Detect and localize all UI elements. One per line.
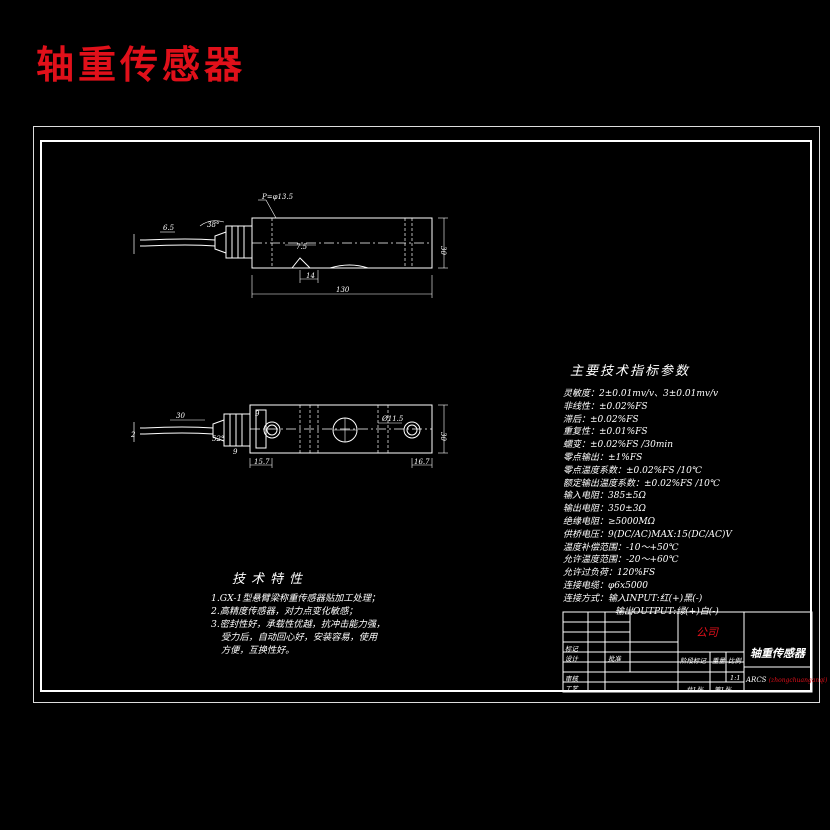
spec-item: 滞后：±0.02%FS: [563, 414, 639, 425]
dim-left-gap: 9: [255, 410, 260, 418]
dim-small-left: 2: [130, 431, 136, 439]
spec-item: 零点温度系数：±0.02%FS /10℃: [563, 465, 702, 476]
title-block-stage: 阶段标记: [680, 657, 706, 665]
feature-item: 受力后，自动回心好，安装容易，使用: [221, 632, 378, 643]
features-title: 技术特性: [232, 572, 309, 587]
dim-right-offset: 16.7: [414, 458, 430, 466]
dim-notch: 7.5: [296, 243, 308, 251]
dim-cable-top: 6.5: [163, 224, 175, 232]
title-block-scale: 1:1: [730, 674, 741, 682]
drawing-frame: [40, 140, 812, 692]
page-title: 轴重传感器: [36, 42, 247, 87]
spec-item: 重复性：±0.01%FS: [563, 427, 648, 438]
spec-item: 零点输出：±1%FS: [563, 452, 643, 463]
spec-item: 输出电阻：350±3Ω: [563, 504, 646, 515]
spec-item: 灵敏度：2±0.01mv/v、3±0.01mv/v: [563, 389, 719, 399]
front-view: [133, 404, 448, 468]
spec-item: 供桥电压：9(DC/AC)MAX:15(DC/AC)V: [563, 529, 732, 540]
title-block-code: ARCS (zhongchuanganqi): [746, 676, 827, 684]
dim-phi: P=φ13.5: [261, 193, 294, 201]
title-block-code-red: (zhongchuanganqi): [768, 677, 828, 684]
spec-item: 连接电缆：φ6x5000: [563, 580, 649, 591]
title-block-name: 轴重传感器: [750, 647, 805, 660]
title-block-stamp: 批准: [608, 655, 621, 663]
specs-list: 灵敏度：2±0.01mv/v、3±0.01mv/v 非线性：±0.02%FS 滞…: [563, 388, 732, 618]
feature-item: 方便，互换性好。: [221, 645, 295, 656]
spec-item: 输入电阻：385±5Ω: [563, 491, 646, 502]
title-block-weight: 重量: [712, 657, 725, 665]
dim-height-top: 30: [439, 246, 447, 255]
spec-item: 温度补偿范围：-10～+50℃: [563, 542, 679, 553]
feature-item: 1.GX-1型悬臂梁称重传感器贴加工处理；: [211, 593, 381, 604]
spec-item: 额定输出温度系数：±0.02%FS /10℃: [563, 478, 720, 489]
dim-notch-width: 14: [306, 272, 315, 280]
spec-item: 连接方式：输入INPUT:红(+)黑(-): [563, 593, 703, 604]
dim-cable-front: 30: [176, 412, 185, 420]
title-block-lines: [562, 611, 813, 693]
feature-item: 2.高精度传感器，对力点变化敏感；: [211, 606, 358, 617]
dim-angle-front: 52°: [212, 435, 224, 443]
dim-height-front: 30: [439, 432, 447, 441]
title-block-row-b: 设计: [565, 655, 578, 663]
spec-item: 允许过负荷：120%FS: [563, 568, 656, 579]
dim-left-offset: 15.7: [254, 458, 270, 466]
title-block-row-a: 标记: [565, 645, 578, 653]
dim-small-bottom: 9: [233, 448, 238, 456]
title-block-code-text: ARCS: [746, 676, 767, 684]
spec-item: 蠕变：±0.02%FS /30min: [563, 440, 674, 451]
feature-item: 3.密封性好，承载性优越，抗冲击能力强，: [211, 619, 386, 630]
dim-length: 130: [336, 286, 350, 294]
spec-item: 绝缘电阻：≥5000MΩ: [563, 516, 656, 527]
title-block-scale-label: 比例: [728, 657, 741, 665]
specs-title: 主要技术指标参数: [570, 364, 691, 379]
title-block-row-d: 工艺: [565, 685, 578, 693]
dim-angle-top: 38°: [207, 221, 219, 229]
title-block-row-c: 审核: [565, 675, 578, 683]
spec-item: 非线性：±0.02%FS: [563, 401, 648, 412]
spec-item: 输出OUTPUT:绿(+)白(-): [615, 606, 719, 617]
title-block-sheets: 共1张: [686, 686, 704, 694]
features-list: 1.GX-1型悬臂梁称重传感器贴加工处理； 2.高精度传感器，对力点变化敏感； …: [211, 592, 385, 657]
dim-hole: Ø11.5: [381, 415, 404, 423]
top-view: [133, 199, 448, 298]
spec-item: 允许温度范围：-20～+60℃: [563, 555, 679, 566]
drawing-sheet-border: [33, 126, 820, 703]
title-block-company: 公司: [696, 626, 718, 639]
title-block-sheet-no: 第1张: [714, 686, 732, 694]
